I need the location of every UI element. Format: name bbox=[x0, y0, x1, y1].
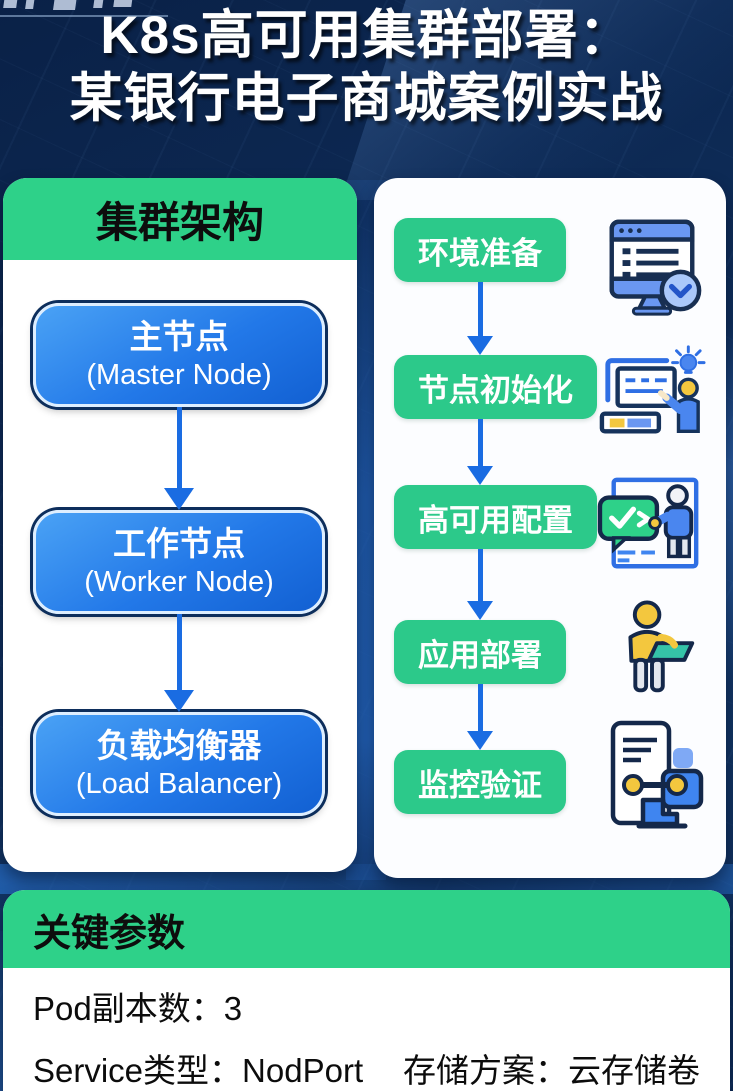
page-title-line1: K8s高可用集群部署： bbox=[100, 6, 633, 65]
param-storage-plan: 存储方案：云存储卷 bbox=[403, 1052, 700, 1090]
node-master: 主节点 (Master Node) bbox=[33, 303, 325, 407]
arrow-step3-to-step4 bbox=[467, 549, 493, 620]
param-service-type-label: Service类型： bbox=[33, 1052, 243, 1089]
node-load-balancer-label-en: (Load Balancer) bbox=[75, 768, 283, 800]
step-ha-configuration: 高可用配置 bbox=[394, 485, 597, 549]
node-load-balancer-label-zh: 负载均衡器 bbox=[96, 727, 262, 764]
arrow-step4-to-step5 bbox=[467, 684, 493, 750]
step-app-deployment: 应用部署 bbox=[394, 620, 566, 684]
node-master-label-zh: 主节点 bbox=[129, 318, 229, 355]
report-robot-icon bbox=[596, 718, 708, 838]
step-monitoring-validation: 监控验证 bbox=[394, 750, 566, 814]
arrow-worker-to-loadbalancer bbox=[164, 614, 194, 712]
top-left-divider-line bbox=[0, 15, 168, 17]
page-title: K8s高可用集群部署： 某银行电子商城案例实战 bbox=[0, 4, 733, 130]
monitor-checklist-icon bbox=[596, 212, 708, 320]
param-row-pod-replicas: Pod副本数：3 bbox=[33, 990, 700, 1028]
param-storage-plan-label: 存储方案： bbox=[403, 1052, 568, 1089]
arrow-step2-to-step3 bbox=[467, 419, 493, 485]
param-service-type: Service类型：NodPort bbox=[33, 1052, 403, 1090]
arrow-step1-to-step2 bbox=[467, 282, 493, 355]
cluster-architecture-header: 集群架构 bbox=[3, 178, 357, 260]
key-parameters-header: 关键参数 bbox=[3, 890, 730, 968]
deployment-steps-panel: 环境准备 节点初始化 高可用配置 应用部署 监控验证 bbox=[374, 178, 726, 878]
node-worker: 工作节点 (Worker Node) bbox=[33, 510, 325, 614]
approval-chat-icon bbox=[596, 472, 708, 580]
node-worker-label-en: (Worker Node) bbox=[84, 566, 274, 598]
step-env-preparation: 环境准备 bbox=[394, 218, 566, 282]
key-parameters-body: Pod副本数：3 Service类型：NodPort 存储方案：云存储卷 bbox=[3, 968, 730, 1090]
presentation-lightbulb-icon bbox=[596, 341, 708, 449]
cluster-architecture-panel: 集群架构 主节点 (Master Node) 工作节点 (Worker Node… bbox=[3, 178, 357, 872]
param-pod-replicas-value: 3 bbox=[223, 990, 243, 1027]
param-storage-plan-value: 云存储卷 bbox=[568, 1052, 700, 1089]
arrow-master-to-worker bbox=[164, 407, 194, 510]
node-worker-label-zh: 工作节点 bbox=[113, 525, 245, 562]
node-load-balancer: 负载均衡器 (Load Balancer) bbox=[33, 712, 325, 816]
param-service-type-value: NodPort bbox=[242, 1052, 364, 1089]
param-pod-replicas-label: Pod副本数： bbox=[33, 990, 224, 1027]
param-row-service-storage: Service类型：NodPort 存储方案：云存储卷 bbox=[33, 1052, 700, 1090]
key-parameters-panel: 关键参数 Pod副本数：3 Service类型：NodPort 存储方案：云存储… bbox=[3, 890, 730, 1091]
node-master-label-en: (Master Node) bbox=[86, 359, 272, 391]
page-title-line2: 某银行电子商城案例实战 bbox=[69, 69, 664, 128]
step-node-initialization: 节点初始化 bbox=[394, 355, 597, 419]
param-pod-replicas: Pod副本数：3 bbox=[33, 990, 242, 1028]
developer-laptop-icon bbox=[596, 598, 708, 706]
